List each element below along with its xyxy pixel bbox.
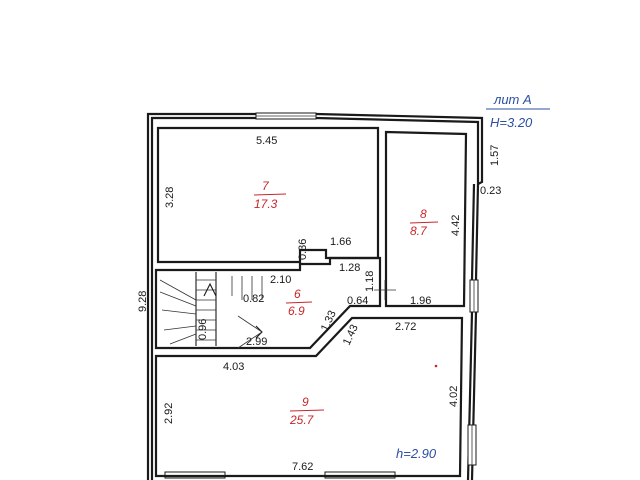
outer-walls [146,112,484,480]
room-7-area: 17.3 [254,197,278,211]
dim-0-82: 0.82 [243,293,264,305]
dim-room7-width: 5.45 [256,135,277,147]
red-dot [434,364,438,368]
dim-room8-right-offset: 0.23 [480,185,501,197]
height-bottom-label: h=2.90 [396,446,437,461]
room-9-label: 9 25.7 [289,395,325,427]
dim-2-10: 2.10 [270,274,291,286]
room-8-walls [384,130,468,308]
room-6-label: 6 6.9 [285,287,313,318]
overall-height-label: 9.28 [137,291,149,312]
dim-1-28: 1.28 [339,262,360,274]
dim-room7-bottom: 1.66 [330,236,351,248]
top-window [255,112,317,120]
liter-label: лит А [493,92,532,107]
dim-room9-top-right: 2.72 [395,321,416,333]
room-6-area: 6.9 [288,304,305,318]
dim-room7-height: 3.28 [164,187,176,208]
room-9-area: 25.7 [289,413,315,427]
dim-room8-bottom: 1.96 [410,295,431,307]
room-8-number: 8 [420,207,427,221]
room-8-area: 8.7 [410,224,428,238]
dim-2-99: 2.99 [246,336,267,348]
dim-0-64: 0.64 [347,295,368,307]
room-7-label: 7 17.3 [253,179,287,211]
dim-0-96: 0.96 [197,319,209,340]
dim-room8-height: 4.42 [450,215,462,236]
dim-1-18: 1.18 [364,271,376,292]
room-8-label: 8 8.7 [409,207,439,238]
cross-marker [374,280,396,300]
dim-room8-right-top: 1.57 [489,145,501,166]
dim-room9-bottom: 7.62 [292,461,313,473]
dim-0-36: 0.36 [297,239,309,260]
height-top-label: H=3.20 [490,115,533,130]
dim-room9-right: 4.02 [448,386,460,407]
room-7-number: 7 [262,179,270,193]
room-9-number: 9 [302,395,309,409]
dim-room9-top-left: 4.03 [223,361,244,373]
right-window-room8 [469,279,479,313]
staircase [159,272,263,349]
liter-annotation: лит А H=3.20 [486,92,550,130]
room-6-number: 6 [294,287,301,301]
room-6-walls [154,256,382,350]
right-window-room9 [467,424,477,466]
dim-room9-left: 2.92 [163,403,175,424]
room-7-walls [156,126,380,264]
room-9-walls [154,316,464,478]
